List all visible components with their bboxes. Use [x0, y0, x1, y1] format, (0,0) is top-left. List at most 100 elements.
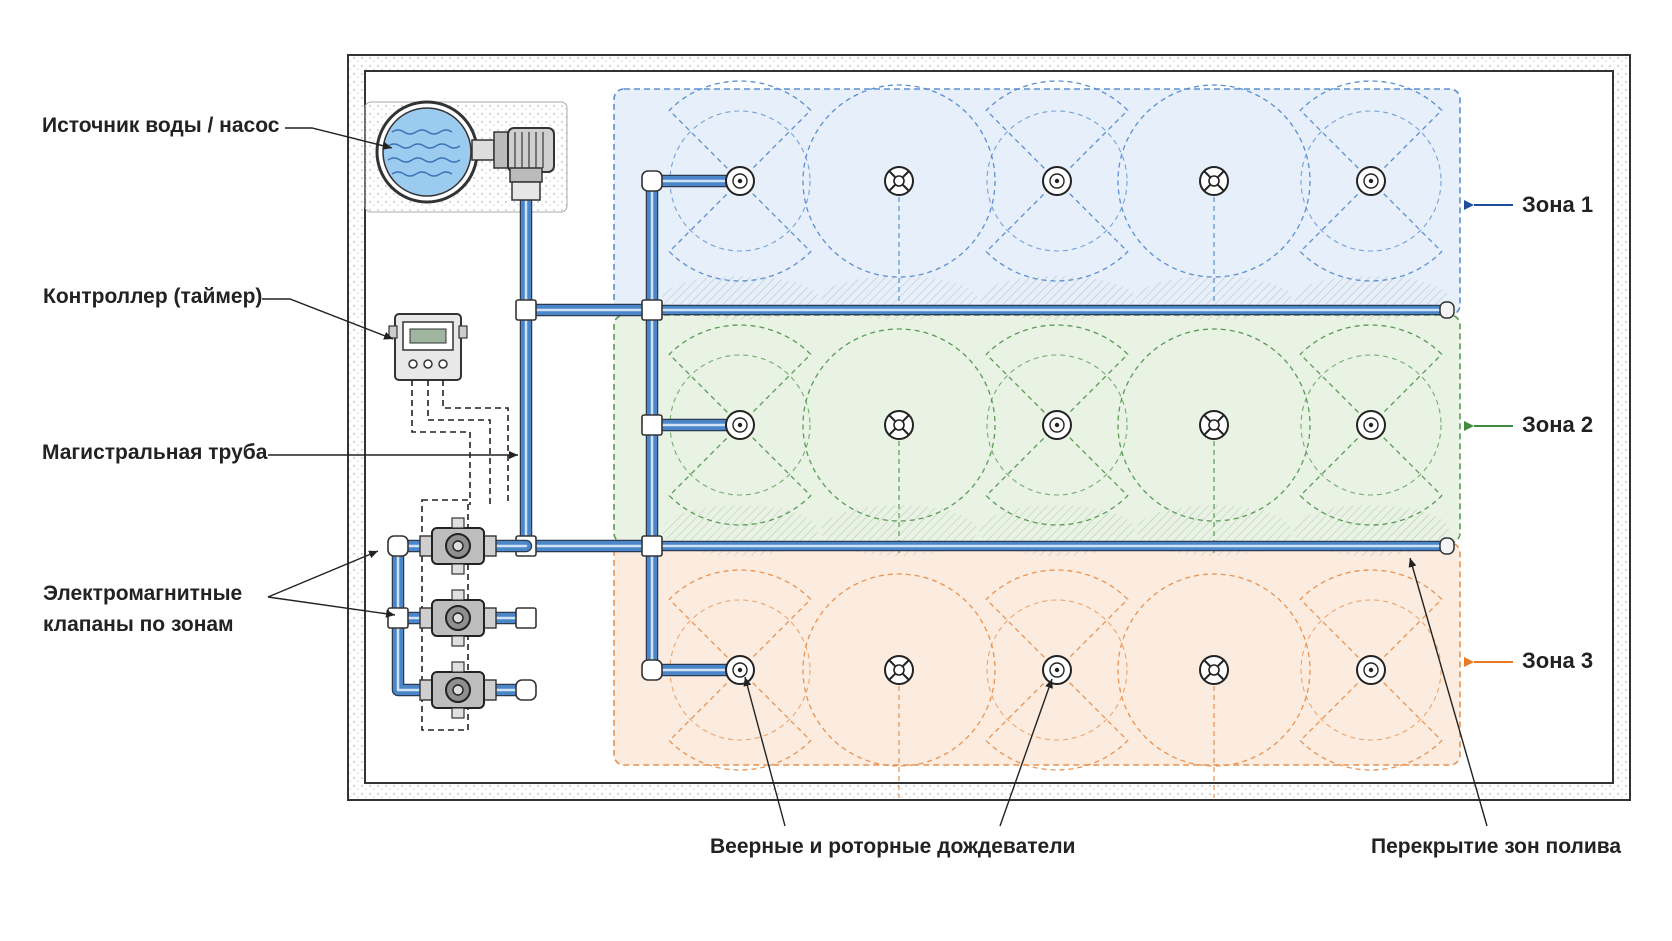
leader-lines [262, 127, 1513, 827]
valve-union [419, 535, 433, 557]
solenoid-valve-bottom [451, 707, 465, 719]
tee-fitting [641, 299, 663, 321]
rotor-spoke [888, 170, 896, 178]
solenoid-valve-cap [452, 540, 464, 552]
fan-nozzle [737, 178, 743, 184]
rotor-spoke [902, 673, 910, 681]
fan-spray-arc [1300, 110, 1442, 252]
rotor-spoke [1203, 184, 1211, 192]
elbow-fitting [641, 170, 663, 192]
zone-3-area [613, 542, 1461, 766]
label-valves-line2: клапаны по зонам [43, 613, 234, 636]
fan-nozzle [1054, 178, 1060, 184]
fan-ring [1049, 173, 1065, 189]
valve-union [483, 607, 497, 629]
rotor-core [893, 419, 905, 431]
valve-manifold [387, 517, 537, 719]
fan-spray-arc [986, 110, 1128, 252]
rotor-spoke [888, 659, 896, 667]
rotor-spray-circle [1117, 84, 1311, 278]
tee-fitting [515, 299, 537, 321]
rotor-spoke [1203, 659, 1211, 667]
elbow-fitting [515, 679, 537, 701]
rotor-spoke [888, 414, 896, 422]
sprinkler-heads [725, 166, 1386, 685]
rotor-spray-circle [802, 328, 996, 522]
fan-spray-arc [986, 354, 1128, 496]
rotor-core [1208, 664, 1220, 676]
label-sprinklers: Веерные и роторные дождеватели [710, 835, 1075, 858]
rotor-spoke [1203, 428, 1211, 436]
rotor-spoke [1203, 170, 1211, 178]
label-water-source: Источник воды / насос [42, 114, 280, 137]
label-overlap: Перекрытие зон полива [1371, 835, 1621, 858]
fan-ring [732, 662, 748, 678]
rotor-spray-circle [1117, 573, 1311, 767]
label-controller: Контроллер (таймер) [43, 285, 262, 308]
valve-union [419, 607, 433, 629]
tee-fitting [515, 607, 537, 629]
valve-union [419, 679, 433, 701]
tee-fitting [641, 535, 663, 557]
fan-spray-arc [1300, 354, 1442, 496]
rotor-spoke [1203, 414, 1211, 422]
rotor-spoke [902, 659, 910, 667]
solenoid-valve-top [451, 589, 465, 601]
solenoid-valve-bottom [451, 635, 465, 647]
valve-union [483, 679, 497, 701]
fan-ring [1049, 417, 1065, 433]
labels: Источник воды / насос Контроллер (таймер… [42, 114, 1621, 858]
rotor-spoke [1217, 428, 1225, 436]
fan-nozzle [737, 422, 743, 428]
fan-ring [732, 173, 748, 189]
rotor-spoke [902, 170, 910, 178]
pipe-end-cap [1439, 301, 1455, 319]
fan-nozzle [1368, 178, 1374, 184]
fan-nozzle [737, 667, 743, 673]
solenoid-valve-cap [452, 684, 464, 696]
rotor-spoke [902, 414, 910, 422]
rotor-spoke [1217, 673, 1225, 681]
rotor-spoke [888, 428, 896, 436]
label-main-pipe: Магистральная труба [42, 441, 268, 464]
rotor-spray-circle [1117, 328, 1311, 522]
rotor-core [893, 664, 905, 676]
solenoid-valve-top [451, 517, 465, 529]
tee-fitting [641, 414, 663, 436]
fan-ring [732, 417, 748, 433]
solenoid-valve-top [451, 661, 465, 673]
label-valves-line1: Электромагнитные [43, 582, 242, 605]
rotor-spoke [1217, 170, 1225, 178]
fan-nozzle [1054, 667, 1060, 673]
elbow-fitting [641, 659, 663, 681]
tee-fitting [387, 607, 409, 629]
solenoid-valve-cap [452, 612, 464, 624]
rotor-core [1208, 175, 1220, 187]
fan-spray-arc [1300, 599, 1442, 741]
solenoid-valve-bottom [451, 563, 465, 575]
rotor-spoke [888, 673, 896, 681]
rotor-spoke [1217, 414, 1225, 422]
rotor-spray-circle [802, 573, 996, 767]
valve-union [483, 535, 497, 557]
pump-icon [471, 127, 555, 201]
rotor-spoke [1217, 659, 1225, 667]
rotor-spoke [902, 184, 910, 192]
rotor-spoke [888, 184, 896, 192]
elbow-fitting [387, 535, 409, 557]
rotor-spoke [902, 428, 910, 436]
rotor-core [893, 175, 905, 187]
fan-spray-arc [986, 599, 1128, 741]
fan-nozzle [1368, 422, 1374, 428]
fan-ring [1363, 417, 1379, 433]
label-zone-1: Зона 1 [1522, 192, 1593, 217]
rotor-spoke [1217, 184, 1225, 192]
zone-1-area [613, 88, 1461, 316]
rotor-spoke [1203, 673, 1211, 681]
label-zone-3: Зона 3 [1522, 648, 1593, 673]
label-zone-2: Зона 2 [1522, 412, 1593, 437]
zone-areas [613, 88, 1461, 766]
fan-ring [1363, 662, 1379, 678]
rotor-core [1208, 419, 1220, 431]
